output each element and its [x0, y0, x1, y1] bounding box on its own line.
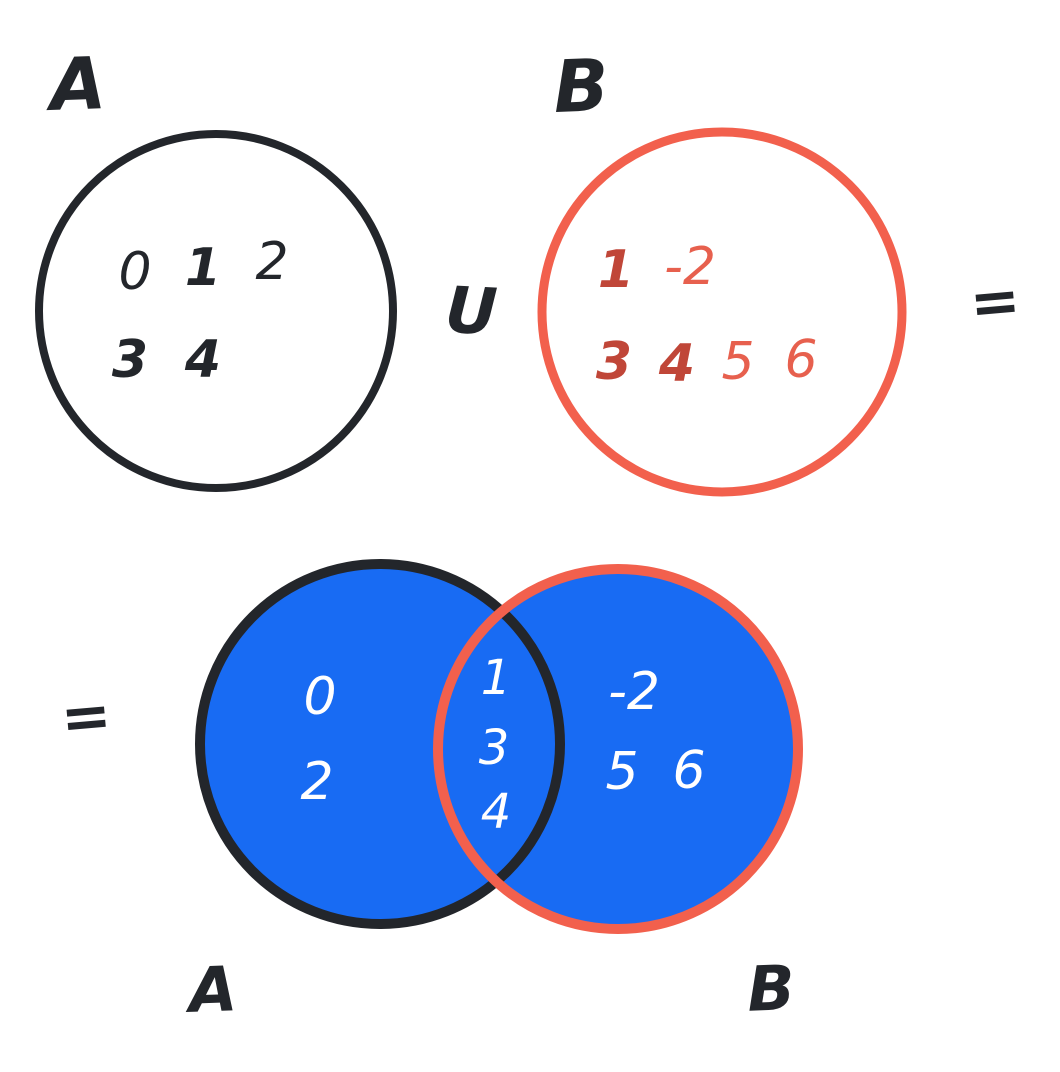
venn-b-outline [433, 564, 803, 934]
venn-b-label: B [746, 951, 796, 1026]
set-b-element-6: 6 [784, 330, 818, 390]
venn-a-element-0: 0 [303, 667, 337, 727]
set-b-circle [537, 127, 907, 497]
venn-intersection-element-4: 4 [480, 784, 512, 840]
union-operator: U [443, 273, 499, 351]
venn-b-element-5: 5 [605, 742, 639, 802]
set-a-element-1: 1 [184, 238, 222, 298]
set-a-element-2: 2 [255, 232, 289, 292]
set-a-element-3: 3 [111, 330, 149, 390]
set-b-element-1: 1 [597, 240, 635, 300]
set-b-element-neg2: -2 [664, 237, 716, 297]
venn-intersection-element-1: 1 [480, 650, 512, 706]
equals-sign-top: = [966, 264, 1024, 340]
venn-a-element-2: 2 [300, 752, 334, 812]
venn-a-label: A [187, 952, 239, 1027]
equals-sign-bottom: = [57, 679, 115, 755]
set-a-label: A [48, 41, 108, 127]
venn-a-outline [195, 559, 565, 929]
venn-b-element-neg2: -2 [608, 662, 660, 722]
venn-b-element-6: 6 [672, 741, 706, 801]
set-b-element-5: 5 [721, 332, 755, 392]
set-b-element-3: 3 [595, 332, 633, 392]
venn-intersection-element-3: 3 [478, 720, 510, 776]
set-b-label: B [552, 43, 610, 129]
set-a-element-0: 0 [118, 242, 152, 302]
set-a-element-4: 4 [184, 330, 222, 390]
set-b-element-4: 4 [658, 334, 696, 394]
set-a-circle [35, 130, 397, 492]
